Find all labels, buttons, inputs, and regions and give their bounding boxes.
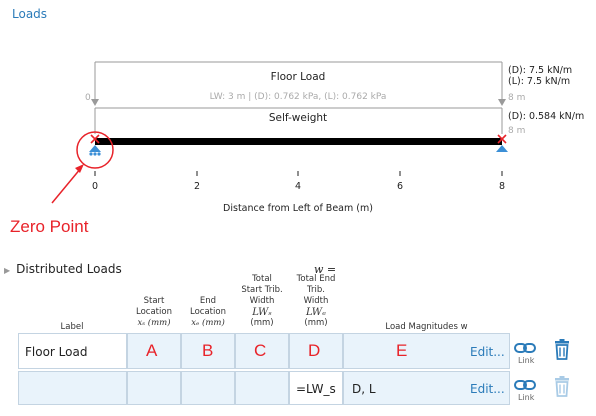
row1-start-width-input[interactable]: C — [235, 333, 289, 369]
x-axis — [94, 171, 503, 176]
self-weight-magnitude-d: (D): 0.584 kN/m — [508, 111, 584, 122]
floor-load-arrow-right — [498, 99, 506, 106]
header-start-location: Start Location xₛ (mm) — [136, 296, 172, 328]
zero-point-arrow — [51, 167, 82, 204]
row2-magnitudes-cell[interactable]: D, L Edit... — [343, 371, 510, 405]
self-weight-title: Self-weight — [269, 112, 327, 124]
right-support-icon — [496, 134, 508, 152]
self-weight-bracket — [94, 107, 503, 134]
expand-triangle-icon[interactable]: ▶ — [4, 266, 11, 275]
row1-link-label: Link — [518, 356, 535, 365]
row2-link-label: Link — [518, 393, 535, 402]
distributed-loads-section-header[interactable]: ▶ Distributed Loads — [0, 262, 122, 276]
x-tick-label: 6 — [397, 181, 403, 192]
loads-link[interactable]: Loads — [12, 7, 48, 21]
floor-load-arrow-left — [91, 99, 99, 106]
floor-load-end-label: 8 m — [508, 93, 525, 103]
row1-start-location-input[interactable]: A — [127, 333, 181, 369]
row1-label-input[interactable]: Floor Load — [18, 333, 127, 369]
row1-trash-icon[interactable] — [553, 339, 571, 360]
header-end-location: End Location xₑ (mm) — [190, 296, 226, 328]
section-title: Distributed Loads — [16, 262, 122, 276]
self-weight-end-label: 8 m — [508, 126, 525, 136]
floor-load-title: Floor Load — [271, 71, 326, 83]
row1-link-icon[interactable] — [514, 342, 536, 354]
row2-start-width-input[interactable] — [235, 371, 289, 405]
header-load-magnitudes: Load Magnitudes w — [385, 322, 468, 332]
zero-point-circle — [76, 131, 114, 169]
row1-edit-link[interactable]: Edit... — [470, 345, 505, 359]
x-tick-label: 0 — [92, 181, 98, 192]
header-label: Label — [60, 322, 84, 332]
left-support-icon — [89, 134, 101, 156]
floor-load-subtitle: LW: 3 m | (D): 0.762 kPa, (L): 0.762 kPa — [210, 92, 387, 102]
row1-end-location-input[interactable]: B — [181, 333, 235, 369]
row2-label-input[interactable] — [18, 371, 127, 405]
x-axis-label: Distance from Left of Beam (m) — [223, 203, 373, 214]
row2-edit-link[interactable]: Edit... — [470, 382, 505, 396]
zero-point-label: Zero Point — [10, 217, 89, 236]
row1-end-width-input[interactable]: D — [289, 333, 343, 369]
beam — [95, 138, 502, 145]
header-start-trib-width: Total Start Trib. Width LWₛ (mm) — [241, 274, 283, 328]
x-tick-label: 8 — [499, 181, 505, 192]
floor-load-start-label: 0 — [85, 93, 91, 103]
floor-load-magnitude-l: (L): 7.5 kN/m — [508, 76, 570, 87]
row2-trash-icon[interactable] — [553, 376, 571, 397]
row2-link-icon[interactable] — [514, 379, 536, 391]
row1-magnitudes-cell[interactable]: E Edit... — [343, 333, 510, 369]
row2-start-location-input[interactable] — [127, 371, 181, 405]
zero-point-arrowhead — [75, 164, 84, 173]
header-end-trib-width: Total End Trib. Width LWₑ (mm) — [296, 274, 336, 328]
row2-end-width-input[interactable]: =LW_s — [289, 371, 343, 405]
x-tick-label: 2 — [194, 181, 200, 192]
floor-load-bracket — [94, 61, 503, 100]
floor-load-magnitude-d: (D): 7.5 kN/m — [508, 65, 572, 76]
row2-end-location-input[interactable] — [181, 371, 235, 405]
w-symbol: w = — [314, 263, 337, 276]
x-tick-label: 4 — [295, 181, 301, 192]
